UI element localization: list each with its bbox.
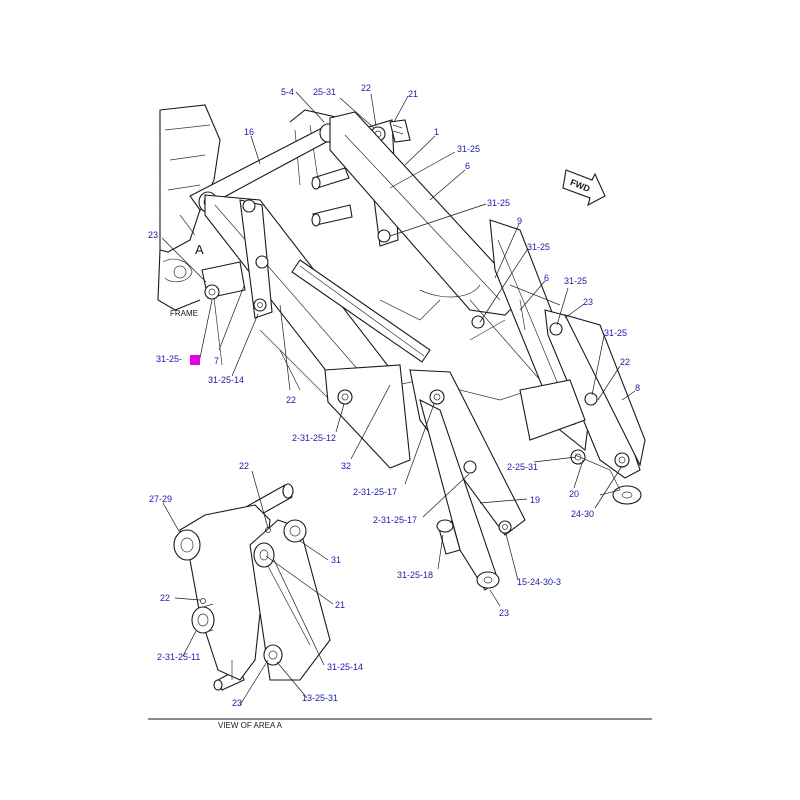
main-callouts: 5-4 25-31 22 21 1 16 31-25 6 31-25 9 31-… xyxy=(148,83,640,618)
area-a-marker: A xyxy=(195,242,204,257)
view-of-area-a-drawing xyxy=(173,483,331,691)
forward-arrow-icon: FWD xyxy=(562,169,606,207)
inset-callout-23[interactable]: 23 xyxy=(232,698,242,708)
view-caption: VIEW OF AREA A xyxy=(218,721,283,730)
callout-31-25-d[interactable]: 31-25 xyxy=(564,276,587,286)
inset-leader-lines xyxy=(162,470,334,706)
callout-31-25-14[interactable]: 31-25-14 xyxy=(208,375,244,385)
callout-31-25-e[interactable]: 31-25 xyxy=(604,328,627,338)
inset-callouts: 22 27-29 31 22 21 2-31-25-11 31-25-14 23… xyxy=(149,461,363,708)
callout-32[interactable]: 32 xyxy=(341,461,351,471)
callout-7[interactable]: 7 xyxy=(214,356,219,366)
callout-1[interactable]: 1 xyxy=(434,127,439,137)
callout-16[interactable]: 16 xyxy=(244,127,254,137)
callout-2-31-25-17-b[interactable]: 2-31-25-17 xyxy=(373,515,417,525)
callout-31-25-18[interactable]: 31-25-18 xyxy=(397,570,433,580)
callout-6-a[interactable]: 6 xyxy=(465,161,470,171)
callout-2-31-25-12[interactable]: 2-31-25-12 xyxy=(292,433,336,443)
callout-21-top[interactable]: 21 xyxy=(408,89,418,99)
callout-5-4[interactable]: 5-4 xyxy=(281,87,294,97)
frame-label: FRAME xyxy=(170,309,198,318)
main-assembly-drawing xyxy=(157,104,646,591)
inset-callout-22-top[interactable]: 22 xyxy=(239,461,249,471)
callout-23-bottom[interactable]: 23 xyxy=(499,608,509,618)
callout-2-25-31[interactable]: 2-25-31 xyxy=(507,462,538,472)
callout-19[interactable]: 19 xyxy=(530,495,540,505)
callout-8[interactable]: 8 xyxy=(635,383,640,393)
callout-9[interactable]: 9 xyxy=(517,216,522,226)
inset-callout-22-left[interactable]: 22 xyxy=(160,593,170,603)
inset-callout-31-25-14[interactable]: 31-25-14 xyxy=(327,662,363,672)
inset-callout-2-31-25-11[interactable]: 2-31-25-11 xyxy=(157,652,200,662)
inset-callout-21[interactable]: 21 xyxy=(335,600,345,610)
callout-22-mid[interactable]: 22 xyxy=(286,395,296,405)
callout-24-30[interactable]: 24-30 xyxy=(571,509,594,519)
callout-31-25-a[interactable]: 31-25 xyxy=(457,144,480,154)
callout-23-left[interactable]: 23 xyxy=(148,230,158,240)
callout-20[interactable]: 20 xyxy=(569,489,579,499)
callout-23-right[interactable]: 23 xyxy=(583,297,593,307)
callout-6-b[interactable]: 6 xyxy=(544,273,549,283)
callout-31-25-b[interactable]: 31-25 xyxy=(487,198,510,208)
inset-callout-13-25-31[interactable]: 13-25-31 xyxy=(302,693,338,703)
callout-15-24-30-3[interactable]: 15-24-30-3 xyxy=(517,577,561,587)
callout-25-31[interactable]: 25-31 xyxy=(313,87,336,97)
callout-22-top[interactable]: 22 xyxy=(361,83,371,93)
callout-2-31-25-17-a[interactable]: 2-31-25-17 xyxy=(353,487,397,497)
inset-callout-31[interactable]: 31 xyxy=(331,555,341,565)
callout-31-25-19[interactable]: 31-25- xyxy=(156,354,182,364)
callout-22-right[interactable]: 22 xyxy=(620,357,630,367)
highlight-marker xyxy=(190,355,200,365)
main-leader-lines xyxy=(161,91,636,607)
inset-callout-27-29[interactable]: 27-29 xyxy=(149,494,172,504)
callout-31-25-c[interactable]: 31-25 xyxy=(527,242,550,252)
